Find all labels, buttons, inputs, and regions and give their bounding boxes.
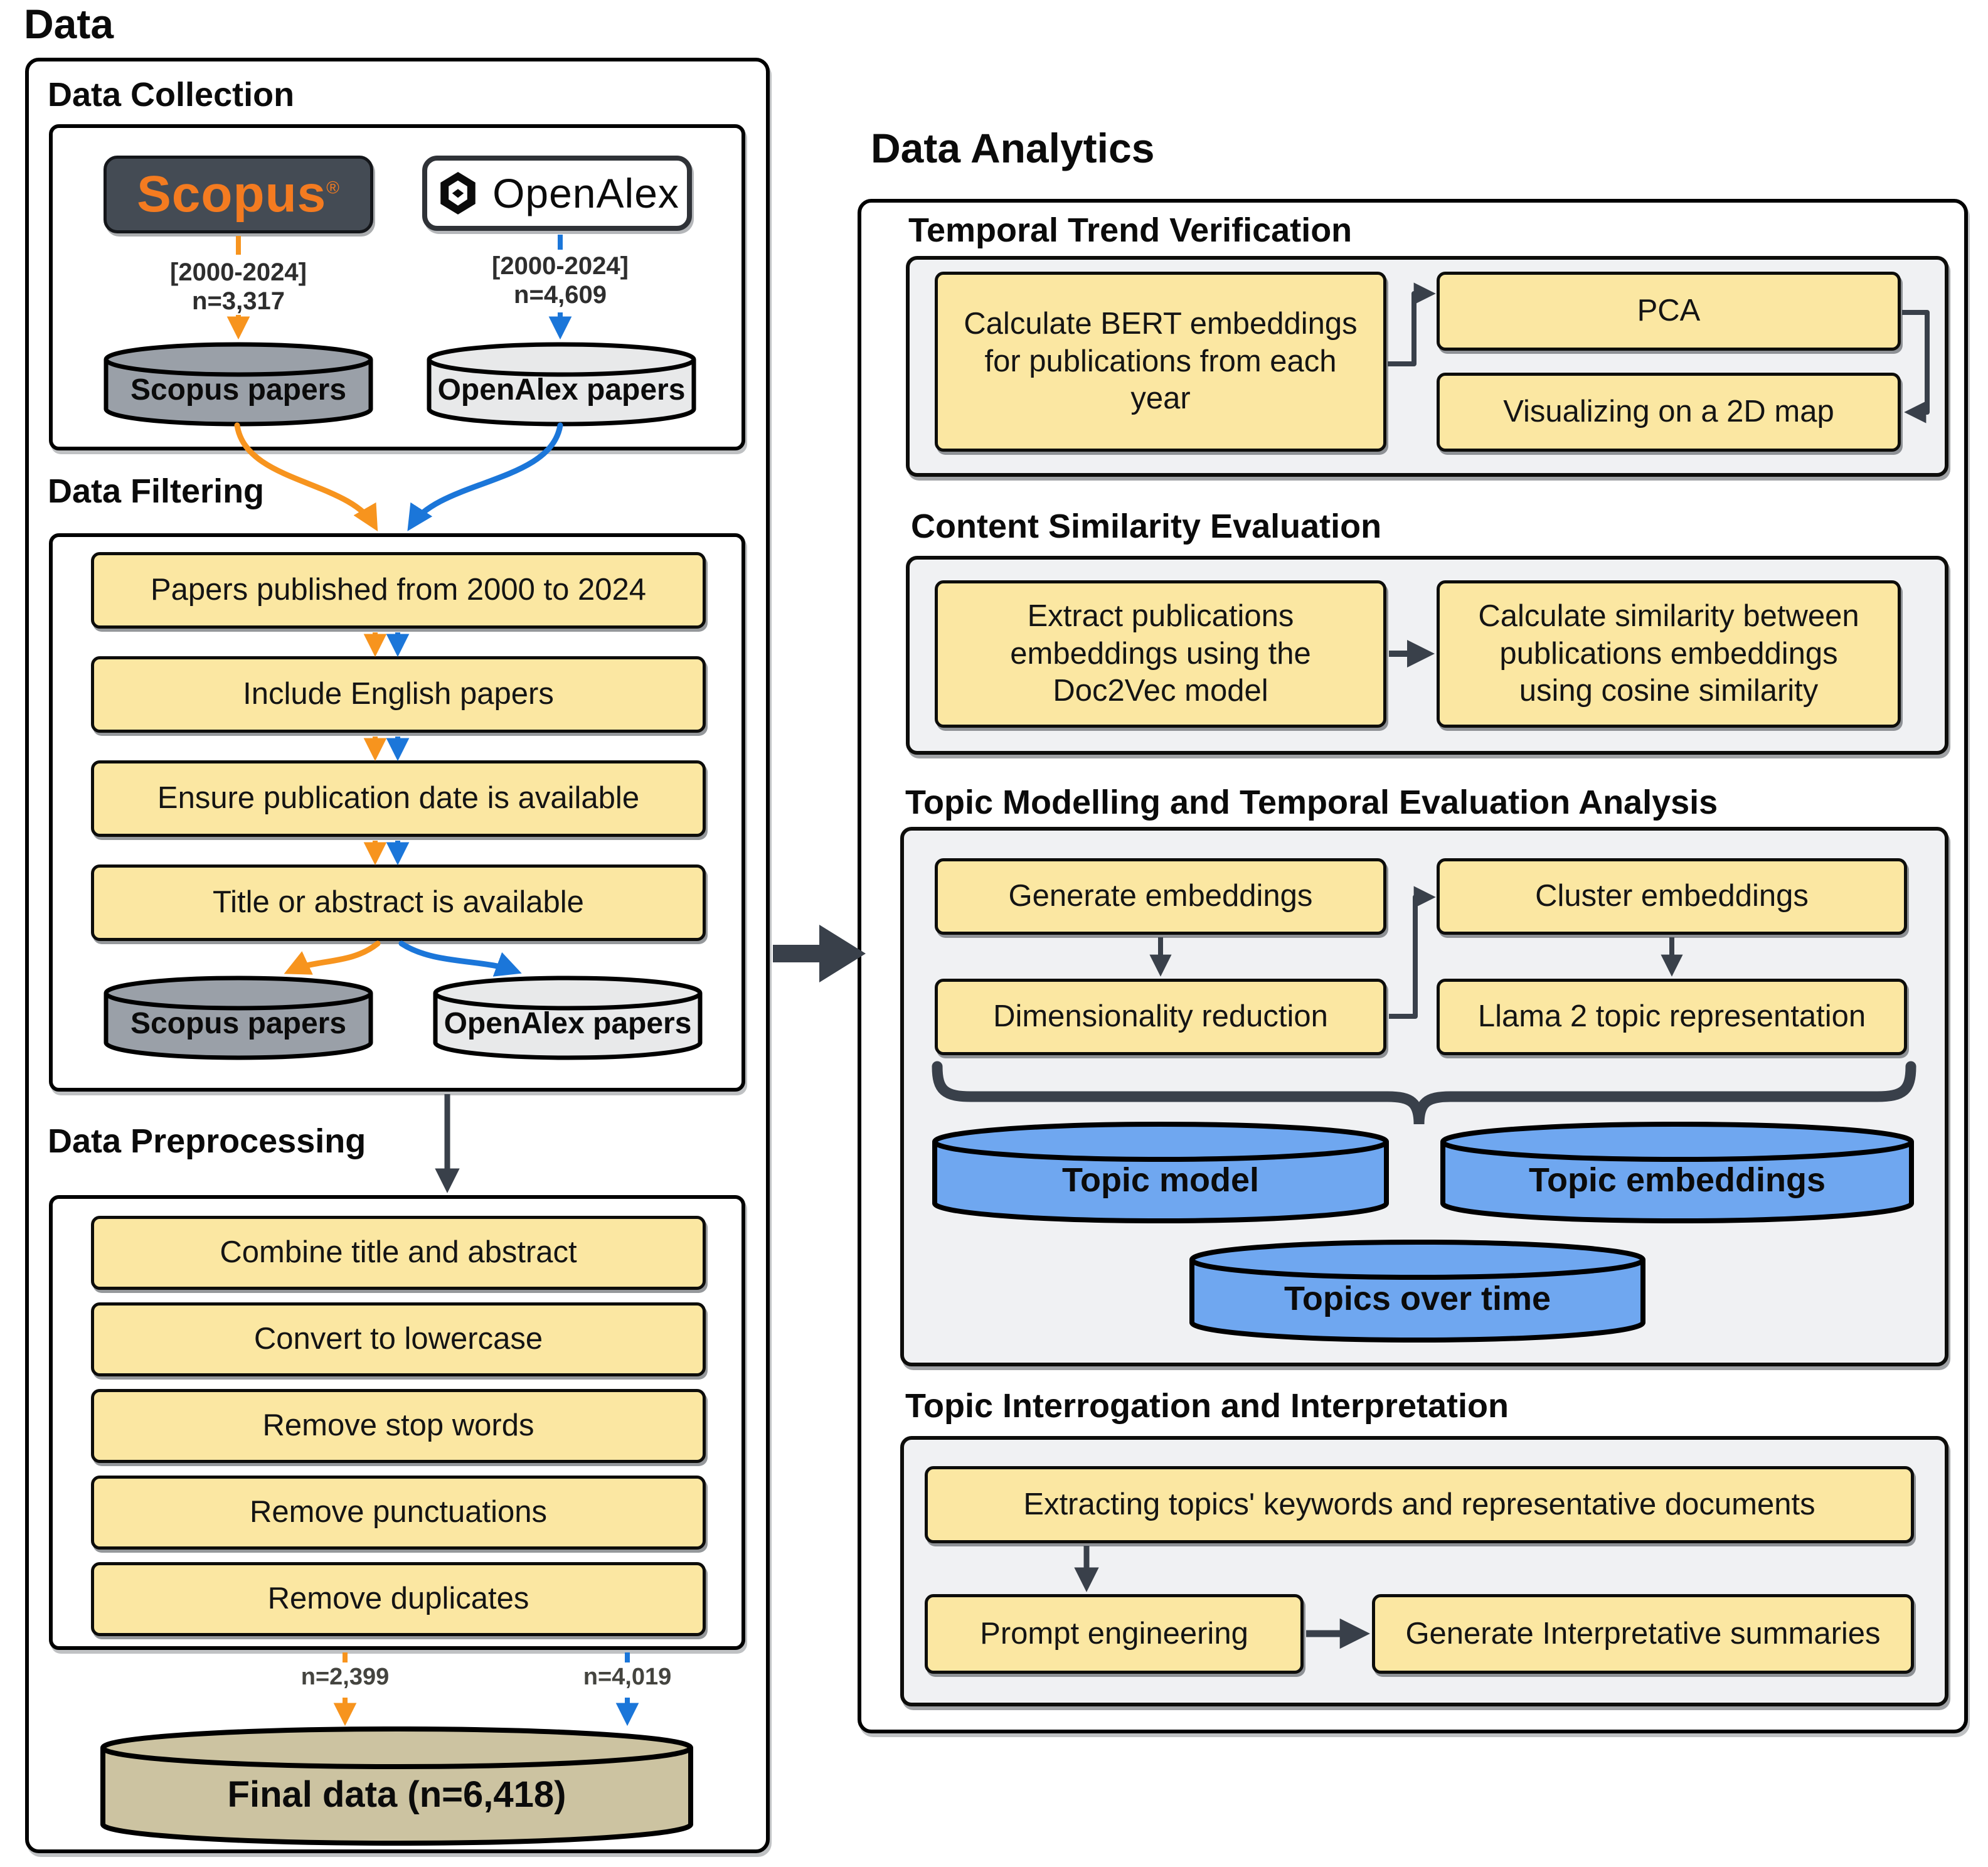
scopus-logo-label: Scopus® — [137, 166, 340, 223]
temporal-heading: Temporal Trend Verification — [908, 211, 1353, 249]
db-label: Topic embeddings — [1528, 1161, 1826, 1199]
data-title: Data — [24, 1, 114, 47]
preprocess-step-2: Convert to lowercase — [91, 1302, 706, 1376]
db-label: Topic model — [1061, 1161, 1259, 1199]
doc2vec-box: Extract publications embeddings using th… — [935, 580, 1386, 728]
scopus-year-range: [2000-2024] — [170, 258, 307, 286]
db-label: Scopus papers — [130, 373, 347, 407]
similarity-heading: Content Similarity Evaluation — [911, 508, 1382, 545]
registered-mark-icon: ® — [326, 178, 340, 198]
scopus-papers-filtered-db: Scopus papers — [104, 976, 373, 1060]
generate-embeddings-box: Generate embeddings — [935, 858, 1386, 935]
scopus-logo: Scopus® — [104, 156, 373, 233]
openalex-logo-icon — [440, 172, 476, 215]
topics-over-time-db: Topics over time — [1189, 1240, 1645, 1343]
data-filtering-heading: Data Filtering — [48, 472, 265, 510]
pca-box: PCA — [1437, 272, 1901, 351]
preprocess-step-5: Remove duplicates — [91, 1562, 706, 1636]
filter-step-1: Papers published from 2000 to 2024 — [91, 552, 706, 629]
bert-embeddings-box: Calculate BERT embeddings for publicatio… — [935, 272, 1386, 452]
dimensionality-reduction-box: Dimensionality reduction — [935, 979, 1386, 1055]
prompt-engineering-box: Prompt engineering — [925, 1594, 1304, 1674]
scopus-count: n=3,317 — [192, 287, 285, 315]
visualize-2d-box: Visualizing on a 2D map — [1437, 373, 1901, 452]
final-data-db: Final data (n=6,418) — [100, 1726, 693, 1846]
interrogation-heading: Topic Interrogation and Interpretation — [905, 1387, 1509, 1425]
cluster-embeddings-box: Cluster embeddings — [1437, 858, 1907, 935]
generate-summaries-box: Generate Interpretative summaries — [1372, 1594, 1914, 1674]
cosine-similarity-box: Calculate similarity between publication… — [1437, 580, 1901, 728]
openalex-papers-filtered-db: OpenAlex papers — [433, 976, 703, 1060]
topic-modelling-heading: Topic Modelling and Temporal Evaluation … — [905, 784, 1718, 821]
topic-embeddings-db: Topic embeddings — [1440, 1122, 1914, 1223]
data-analytics-title: Data Analytics — [871, 125, 1155, 171]
scopus-final-count: n=2,399 — [300, 1664, 390, 1690]
openalex-logo: OpenAlex — [422, 156, 692, 231]
preprocess-step-4: Remove punctuations — [91, 1476, 706, 1550]
filter-step-3: Ensure publication date is available — [91, 760, 706, 837]
topic-model-db: Topic model — [932, 1122, 1389, 1223]
filter-step-2: Include English papers — [91, 656, 706, 733]
db-label: OpenAlex papers — [437, 373, 686, 407]
filter-step-4: Title or abstract is available — [91, 864, 706, 941]
db-label: Topics over time — [1284, 1280, 1551, 1317]
openalex-papers-db: OpenAlex papers — [427, 342, 696, 427]
db-label: Final data (n=6,418) — [227, 1774, 566, 1815]
data-preprocessing-heading: Data Preprocessing — [48, 1122, 366, 1160]
openalex-year-range: [2000-2024] — [492, 252, 629, 280]
openalex-final-count: n=4,019 — [583, 1664, 672, 1690]
preprocess-step-1: Combine title and abstract — [91, 1216, 706, 1290]
preprocess-step-3: Remove stop words — [91, 1389, 706, 1463]
extract-keywords-box: Extracting topics' keywords and represen… — [925, 1466, 1914, 1543]
openalex-logo-label: OpenAlex — [492, 170, 679, 216]
data-collection-heading: Data Collection — [48, 76, 295, 114]
db-label: OpenAlex papers — [444, 1007, 692, 1040]
db-label: Scopus papers — [130, 1007, 347, 1040]
scopus-papers-db: Scopus papers — [104, 342, 373, 427]
llama2-topic-box: Llama 2 topic representation — [1437, 979, 1907, 1055]
openalex-count: n=4,609 — [514, 281, 607, 309]
